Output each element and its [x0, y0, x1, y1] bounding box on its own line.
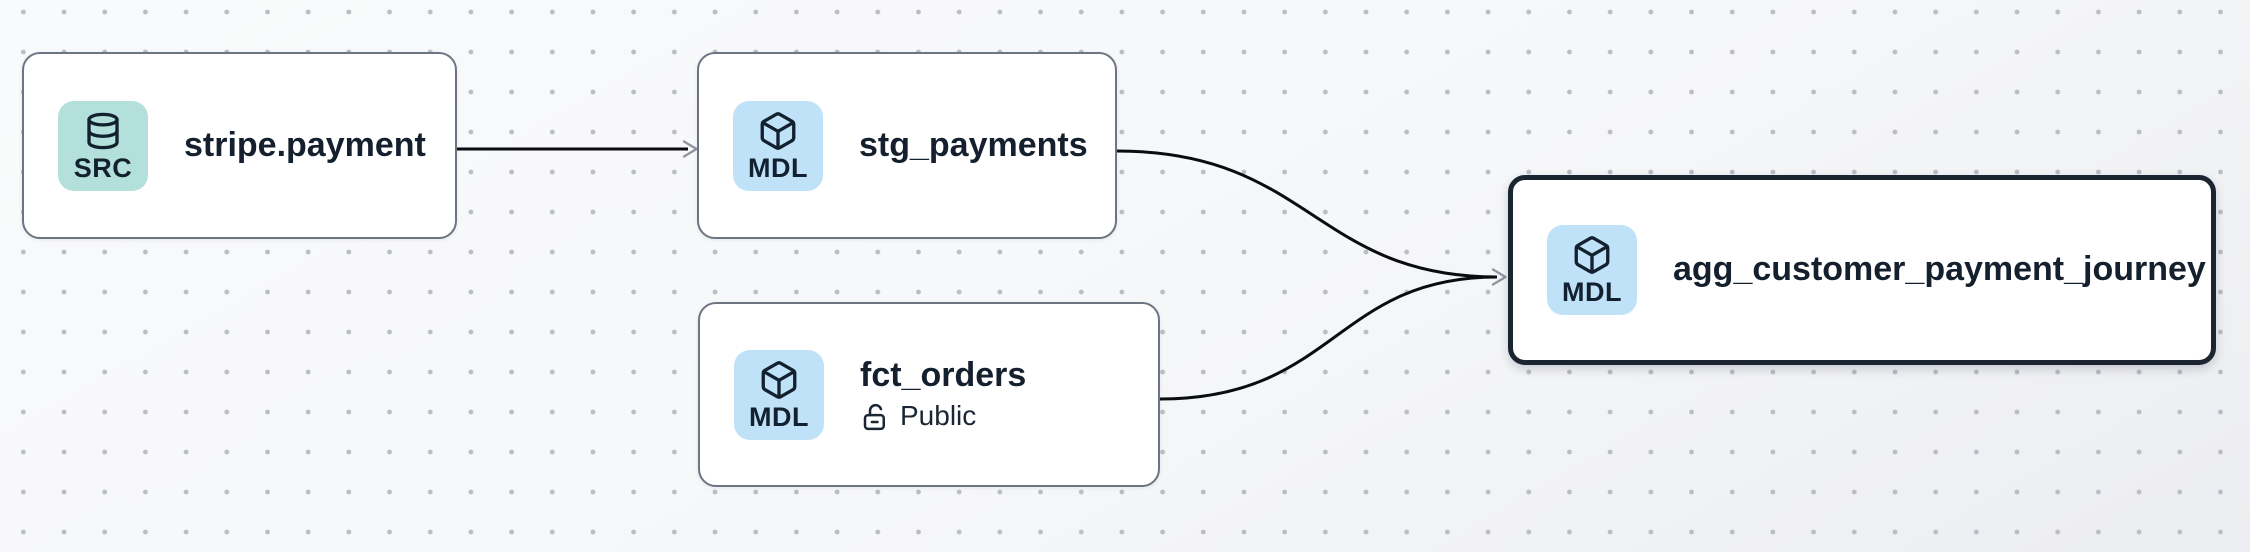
badge-label: MDL — [1562, 277, 1622, 307]
node-agg-customer-payment-journey[interactable]: MDL agg_customer_payment_journey — [1508, 175, 2216, 365]
node-label: stg_payments — [859, 125, 1088, 164]
visibility-badge: Public — [860, 400, 1026, 432]
model-kind-badge: SRC — [58, 100, 148, 191]
node-label: agg_customer_payment_journey — [1673, 250, 2206, 289]
cube-icon — [758, 359, 800, 401]
node-stripe-payment[interactable]: SRC stripe.payment — [22, 52, 457, 239]
database-icon — [82, 110, 124, 152]
node-stg-payments[interactable]: MDL stg_payments — [697, 52, 1117, 239]
badge-label: MDL — [749, 401, 809, 432]
model-kind-badge: MDL — [733, 100, 823, 191]
model-kind-badge: MDL — [734, 349, 824, 440]
node-label: fct_orders — [860, 355, 1027, 394]
edge-stg-payments-to-agg-customer-payment-journey[interactable] — [1116, 149, 1498, 279]
cube-icon — [1571, 234, 1613, 276]
lock-open-icon — [860, 402, 890, 432]
arrowhead-icon — [1491, 268, 1507, 286]
model-kind-badge: MDL — [1547, 225, 1637, 315]
visibility-label: Public — [900, 400, 977, 432]
node-label: stripe.payment — [184, 125, 426, 164]
badge-label: MDL — [748, 152, 808, 183]
arrowhead-icon — [682, 140, 698, 158]
edge-fct-orders-to-agg-customer-payment-journey[interactable] — [1159, 275, 1498, 401]
badge-label: SRC — [73, 152, 133, 183]
node-fct-orders[interactable]: MDL fct_orders Public — [698, 302, 1160, 487]
cube-icon — [757, 110, 799, 152]
